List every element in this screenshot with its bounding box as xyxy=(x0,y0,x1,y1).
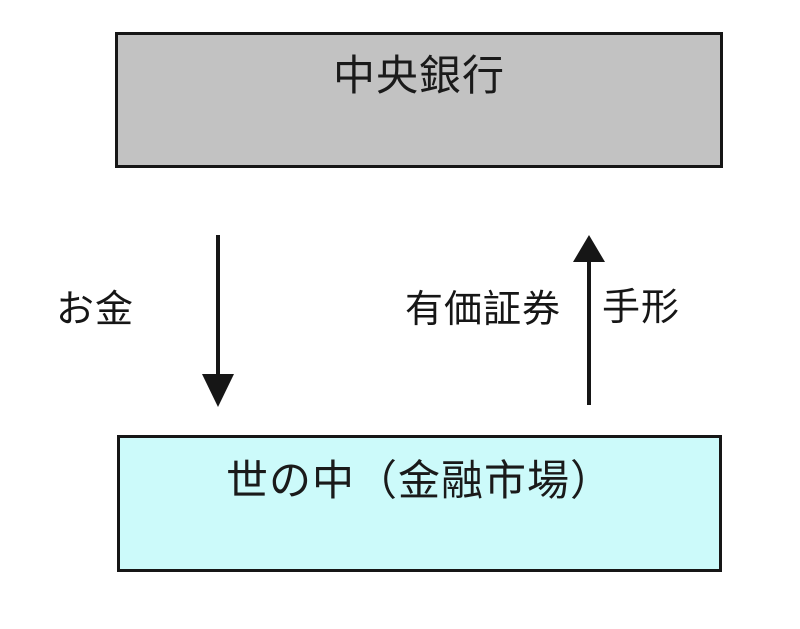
down-arrow-line xyxy=(216,235,220,375)
up-arrow-line xyxy=(587,258,591,405)
down-arrow-head xyxy=(202,374,234,407)
node-central-bank: 中央銀行 xyxy=(115,32,723,168)
market-label: 世の中（金融市場） xyxy=(225,457,613,504)
up-arrow-head xyxy=(573,235,605,262)
securities-flow-label: 有価証券 xyxy=(405,289,562,331)
central-bank-label: 中央銀行 xyxy=(332,52,505,99)
node-market: 世の中（金融市場） xyxy=(117,435,722,572)
money-flow-label: お金 xyxy=(56,289,135,331)
bills-flow-label: 手形 xyxy=(602,287,681,329)
